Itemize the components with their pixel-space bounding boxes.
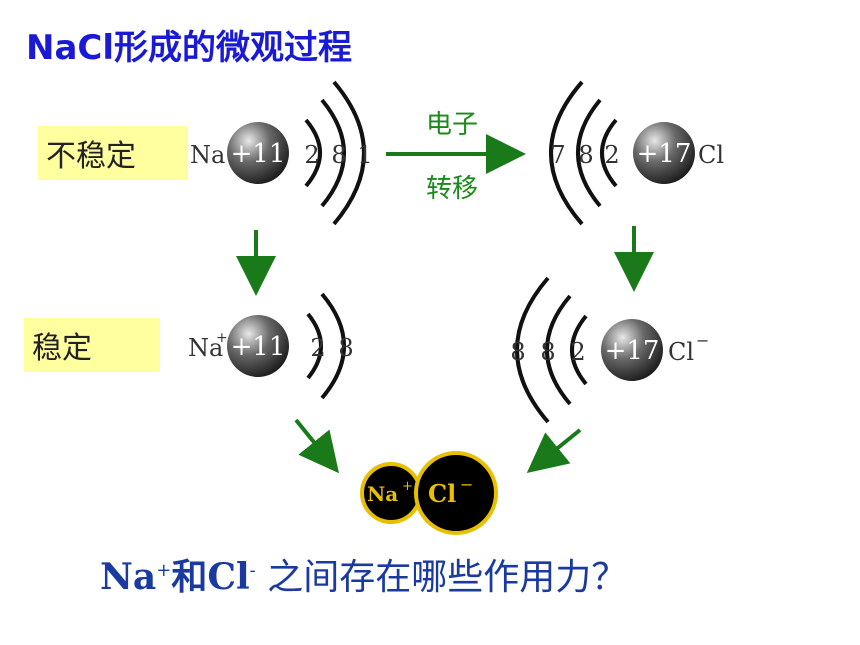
- na-ion-shell-count-2: 8: [338, 334, 353, 362]
- na-ion-shell-count-1: 2: [310, 334, 325, 362]
- page-title: NaCl形成的微观过程: [26, 28, 353, 68]
- na-ion-symbol: Na: [188, 334, 223, 362]
- question-and-cl: 和Cl: [171, 556, 250, 598]
- question-rest: 之间存在哪些作用力？: [255, 557, 628, 598]
- cl-ion: 8 8 2 +17 Cl −: [510, 276, 709, 424]
- na-ion: Na + +11 2 8: [188, 292, 354, 400]
- cl-ion-shell-count-inner: 2: [570, 338, 585, 366]
- compound-cl-symbol: Cl: [428, 479, 456, 508]
- question-cl-charge: -: [249, 560, 256, 581]
- cl-shell-count-outer: 7: [550, 141, 565, 169]
- na-shell-3: [332, 80, 366, 226]
- compound-cl-charge: −: [460, 475, 473, 494]
- stable-label-text: 稳定: [32, 331, 92, 366]
- cl-shell-count-middle: 8: [578, 141, 593, 169]
- compound-na-charge: +: [402, 479, 413, 494]
- question-na-charge: +: [156, 560, 172, 581]
- na-shell-2: [320, 98, 346, 208]
- na-shell-1: [304, 118, 322, 188]
- cl-shell-2: [576, 98, 602, 208]
- cl-ion-nucleus-charge: +17: [605, 336, 660, 366]
- na-shell-count-1: 2: [304, 141, 319, 169]
- cl-shell-count-inner: 2: [604, 141, 619, 169]
- compound-na-symbol: Na: [367, 482, 398, 506]
- na-ion-shell-2: [320, 292, 346, 400]
- cl-ion-to-compound-arrow: [526, 428, 582, 474]
- cl-nucleus-charge: +17: [637, 139, 692, 169]
- compound-cl-ion: [414, 451, 498, 535]
- nacl-compound: Na + Cl −: [360, 451, 498, 535]
- na-ion-nucleus: [227, 315, 289, 377]
- cl-atom: 7 8 2 +17 Cl: [549, 80, 724, 226]
- question-text: Na+和Cl- 之间存在哪些作用力？: [100, 548, 627, 600]
- na-ion-nucleus-charge: +11: [231, 332, 286, 362]
- question-na: Na: [100, 556, 157, 598]
- cl-symbol: Cl: [698, 141, 724, 169]
- na-nucleus-charge: +11: [231, 139, 286, 169]
- na-ion-to-compound-arrow: [294, 418, 340, 474]
- electron-transfer-label-2: 转移: [426, 174, 479, 204]
- cl-ion-shell-3: [515, 276, 550, 424]
- cl-ion-shell-count-middle: 8: [540, 338, 555, 366]
- cl-ion-shell-2: [545, 294, 572, 406]
- na-nucleus: [227, 122, 289, 184]
- stable-label: 稳定: [24, 318, 160, 372]
- cl-ion-charge: −: [696, 331, 709, 350]
- cl-ion-nucleus: [601, 319, 663, 381]
- cl-shell-3: [549, 80, 584, 226]
- na-symbol: Na: [190, 141, 225, 169]
- electron-transfer-label-1: 电子: [426, 110, 479, 140]
- na-ion-charge: +: [216, 330, 228, 346]
- na-shell-count-3: 1: [357, 141, 372, 169]
- unstable-label-text: 不稳定: [46, 139, 136, 174]
- cl-shell-1: [600, 118, 618, 188]
- cl-ion-symbol: Cl: [668, 338, 694, 366]
- unstable-label: 不稳定: [38, 126, 188, 180]
- cl-ion-shell-1: [570, 314, 588, 386]
- na-atom: Na +11 2 8 1: [190, 80, 373, 226]
- na-shell-count-2: 8: [331, 141, 346, 169]
- cl-ion-shell-count-outer: 8: [510, 338, 525, 366]
- cl-nucleus: [633, 122, 695, 184]
- na-ion-shell-1: [306, 312, 323, 380]
